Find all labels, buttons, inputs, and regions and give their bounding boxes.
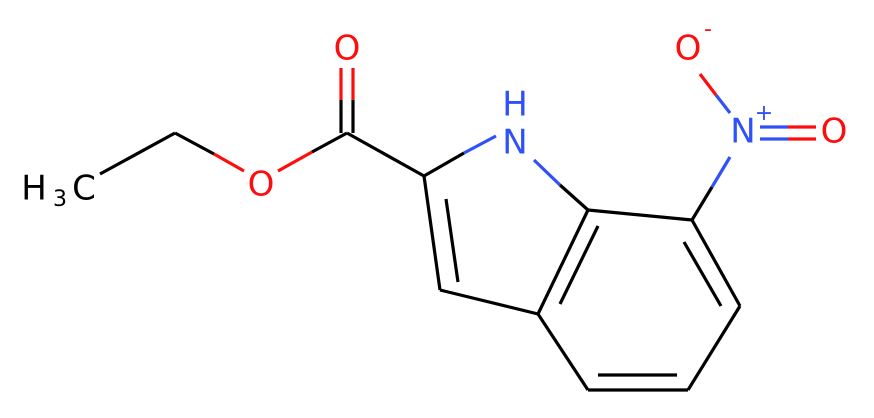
methyl-subscript: 3 [53,187,67,212]
atom-h-indole: H [502,85,528,125]
bond-c7-c6 [690,219,742,307]
bond-ch2-o-black [174,131,215,156]
bond-n1-c7a-black [558,183,590,212]
bond-c2-c3-inner [444,198,460,283]
bond-c7-nnitro-blue [710,156,732,188]
bond-c7a-c7 [587,208,693,222]
bond-n1-c7a-blue [532,158,562,187]
bond-nnitro-otop-blue [714,94,732,114]
methyl-h: H [21,169,47,209]
bond-cc-c2 [346,131,425,178]
bond-c3a-c7a [536,209,590,315]
atom-n-nitro: N [730,112,755,152]
atom-o-carbonyl: O [334,29,361,69]
bond-c2-n1-black [423,151,465,178]
bond-ch2-o-red [213,152,245,173]
atom-o-nitro-top: O [675,29,702,69]
methyl-c: C [72,169,96,209]
bond-c2-n1-blue [463,134,497,155]
atom-o-ester: O [248,165,275,205]
bond-c7-nnitro-black [690,186,714,221]
bond-ch3-ch2 [99,131,176,176]
bond-c7-c6-inner [682,241,723,307]
bond-c6-c5 [686,305,742,391]
charge-plus-nitro: + [755,101,773,126]
atom-n-indole: N [502,123,527,163]
bond-o-cc-black [311,131,348,154]
bond-c2-c3 [422,175,442,291]
bond-o-cc-red [277,150,313,173]
atom-o-nitro-right: O [821,112,848,152]
bond-c3-c3a [439,288,539,316]
charge-minus-o: - [704,17,712,42]
bond-nnitro-otop-red [698,73,718,96]
bond-c4-c3a [536,313,590,391]
bond-c3a-c7a-inner [558,225,600,305]
